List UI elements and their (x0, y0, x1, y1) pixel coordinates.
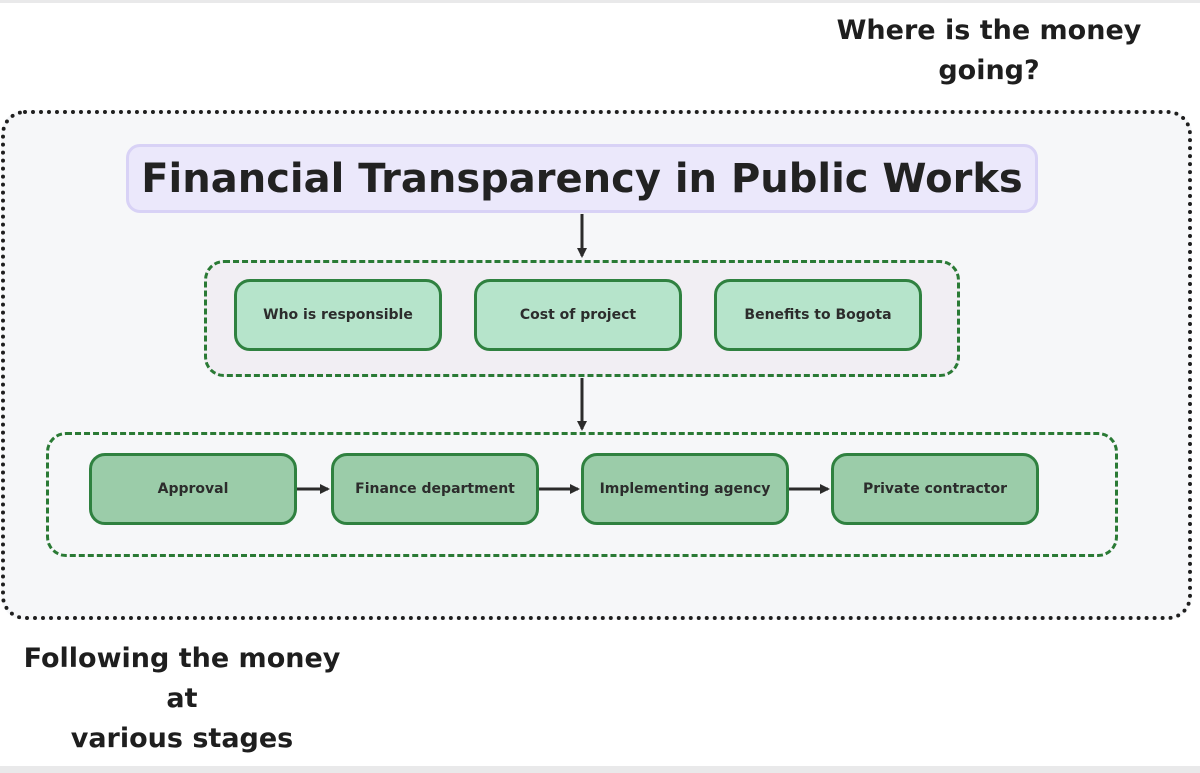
bottom-edge (0, 766, 1200, 773)
note-bottom-line-1: Following the money (23, 643, 341, 674)
node-approval[interactable]: Approval (89, 453, 297, 525)
node-implementing-agency[interactable]: Implementing agency (581, 453, 789, 525)
top-edge (0, 0, 1200, 3)
node-finance-department[interactable]: Finance department (331, 453, 539, 525)
title-node[interactable]: Financial Transparency in Public Works (126, 144, 1038, 213)
node-cost-of-project[interactable]: Cost of project (474, 279, 682, 351)
diagram-title: Financial Transparency in Public Works (141, 155, 1023, 202)
note-top-line-2: going? (938, 55, 1040, 86)
note-following-money: Following the money at various stages (20, 639, 344, 759)
node-private-contractor[interactable]: Private contractor (831, 453, 1039, 525)
node-who-is-responsible[interactable]: Who is responsible (234, 279, 442, 351)
note-bottom-line-3: various stages (70, 723, 294, 754)
note-money-question: Where is the money going? (830, 11, 1148, 91)
node-benefits-to-bogota[interactable]: Benefits to Bogota (714, 279, 922, 351)
note-bottom-line-2: at (166, 683, 198, 714)
note-top-line-1: Where is the money (836, 15, 1142, 46)
